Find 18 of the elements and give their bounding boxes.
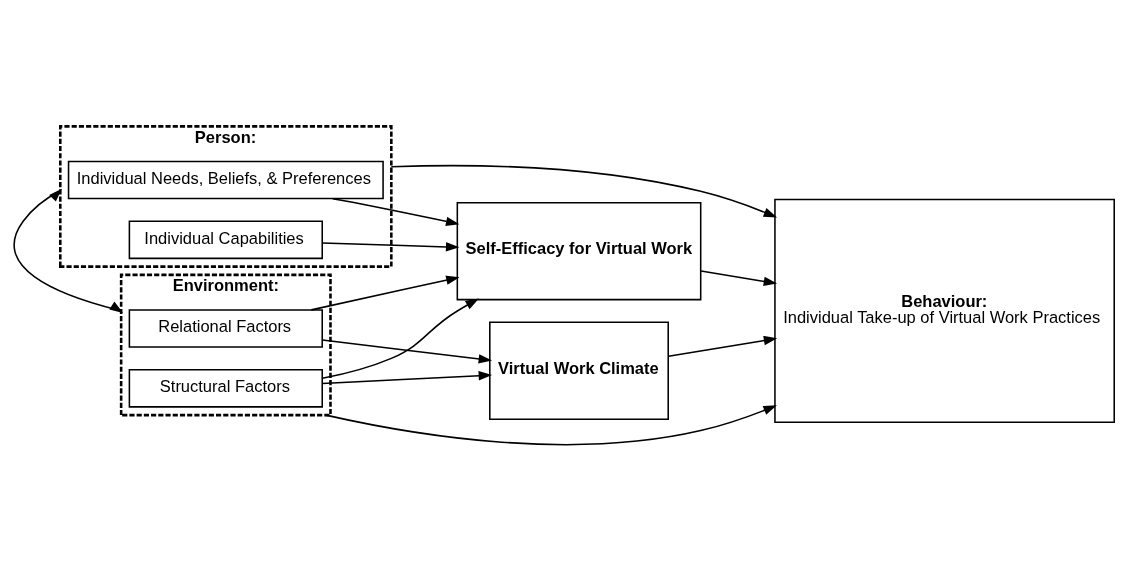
node-box: Self-Efficacy for Virtual Work xyxy=(456,201,702,301)
arrow xyxy=(310,275,460,311)
arrow xyxy=(321,242,460,252)
node-box: Structural Factors xyxy=(128,368,323,408)
arrow xyxy=(667,335,778,357)
arrow xyxy=(390,164,778,218)
node-box: Individual Capabilities xyxy=(128,220,323,260)
arrow xyxy=(700,270,778,287)
node-box: Behaviour: Individual Take-up of Virtual Work Practices xyxy=(774,198,1115,424)
node-box: Individual Needs, Beliefs, & Preferences xyxy=(67,160,384,200)
arrow xyxy=(321,371,493,385)
arrow xyxy=(321,339,493,364)
arrow xyxy=(331,197,460,226)
arrow xyxy=(325,405,777,446)
node-box: Virtual Work Climate xyxy=(489,321,669,421)
arrow xyxy=(321,298,479,380)
node-box: Relational Factors xyxy=(128,309,323,348)
arrow xyxy=(13,188,124,313)
